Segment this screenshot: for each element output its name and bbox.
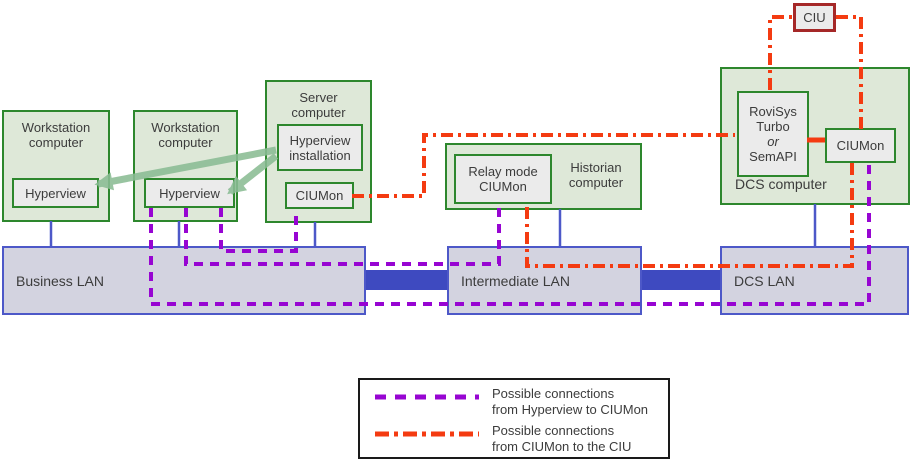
lan-trunk-intermediate-dcs	[642, 270, 720, 290]
dcs-ciumon-label: CIUMon	[836, 138, 885, 153]
legend-label-ciumon-to-ciu: Possible connections from CIUMon to the …	[492, 423, 632, 454]
dcs-gateway-app: RoviSys Turbo or SemAPI	[737, 91, 809, 177]
server-hyperview-installation-label: Hyperview installation	[289, 132, 351, 163]
dcs-gateway-label-bottom: SemAPI	[749, 149, 797, 164]
workstation2-hyperview-label: Hyperview	[159, 185, 220, 201]
business-lan-bar: Business LAN	[2, 246, 366, 315]
dcs-ciumon-app: CIUMon	[825, 128, 896, 163]
server-ciumon-label: CIUMon	[295, 188, 344, 203]
historian-box: Relay mode CIUMon Historian computer	[445, 143, 642, 210]
dcs-computer-box: RoviSys Turbo or SemAPI CIUMon DCS compu…	[720, 67, 910, 205]
legend: Possible connections from Hyperview to C…	[358, 378, 670, 459]
server-title: Server computer	[291, 90, 346, 120]
intermediate-lan-bar: Intermediate LAN	[447, 246, 642, 315]
legend-red-dash-dot-sample	[375, 431, 479, 437]
dcs-lan-bar: DCS LAN	[720, 246, 909, 315]
intermediate-lan-label: Intermediate LAN	[461, 272, 570, 289]
server-hyperview-installation-app: Hyperview installation	[277, 124, 363, 171]
server-box: Server computer Hyperview installation C…	[265, 80, 372, 223]
business-lan-label: Business LAN	[16, 272, 104, 289]
legend-label-hyperview-to-ciumon: Possible connections from Hyperview to C…	[492, 386, 649, 417]
historian-title: Historian computer	[568, 160, 624, 190]
dcs-lan-label: DCS LAN	[734, 272, 795, 289]
historian-relay-ciumon-app: Relay mode CIUMon	[454, 154, 552, 204]
workstation1-title: Workstation computer	[21, 120, 91, 150]
workstation1-hyperview-label: Hyperview	[25, 185, 86, 201]
historian-relay-ciumon-label: Relay mode CIUMon	[468, 164, 538, 194]
lan-trunk-business-intermediate	[366, 270, 447, 290]
dcs-gateway-label-top: RoviSys Turbo	[749, 104, 797, 134]
legend-purple-dashed-sample	[375, 394, 479, 400]
server-ciumon-app: CIUMon	[285, 182, 354, 209]
dcs-computer-label: DCS computer	[735, 176, 827, 192]
workstation2-box: Workstation computer Hyperview	[133, 110, 238, 222]
dcs-gateway-label-or: or	[767, 134, 779, 149]
ciu-box: CIU	[793, 3, 836, 32]
workstation2-title: Workstation computer	[151, 120, 220, 150]
ciu-label: CIU	[803, 10, 826, 25]
workstation2-hyperview-app: Hyperview	[144, 178, 235, 208]
workstation1-hyperview-app: Hyperview	[12, 178, 99, 208]
workstation1-box: Workstation computer Hyperview	[2, 110, 110, 222]
